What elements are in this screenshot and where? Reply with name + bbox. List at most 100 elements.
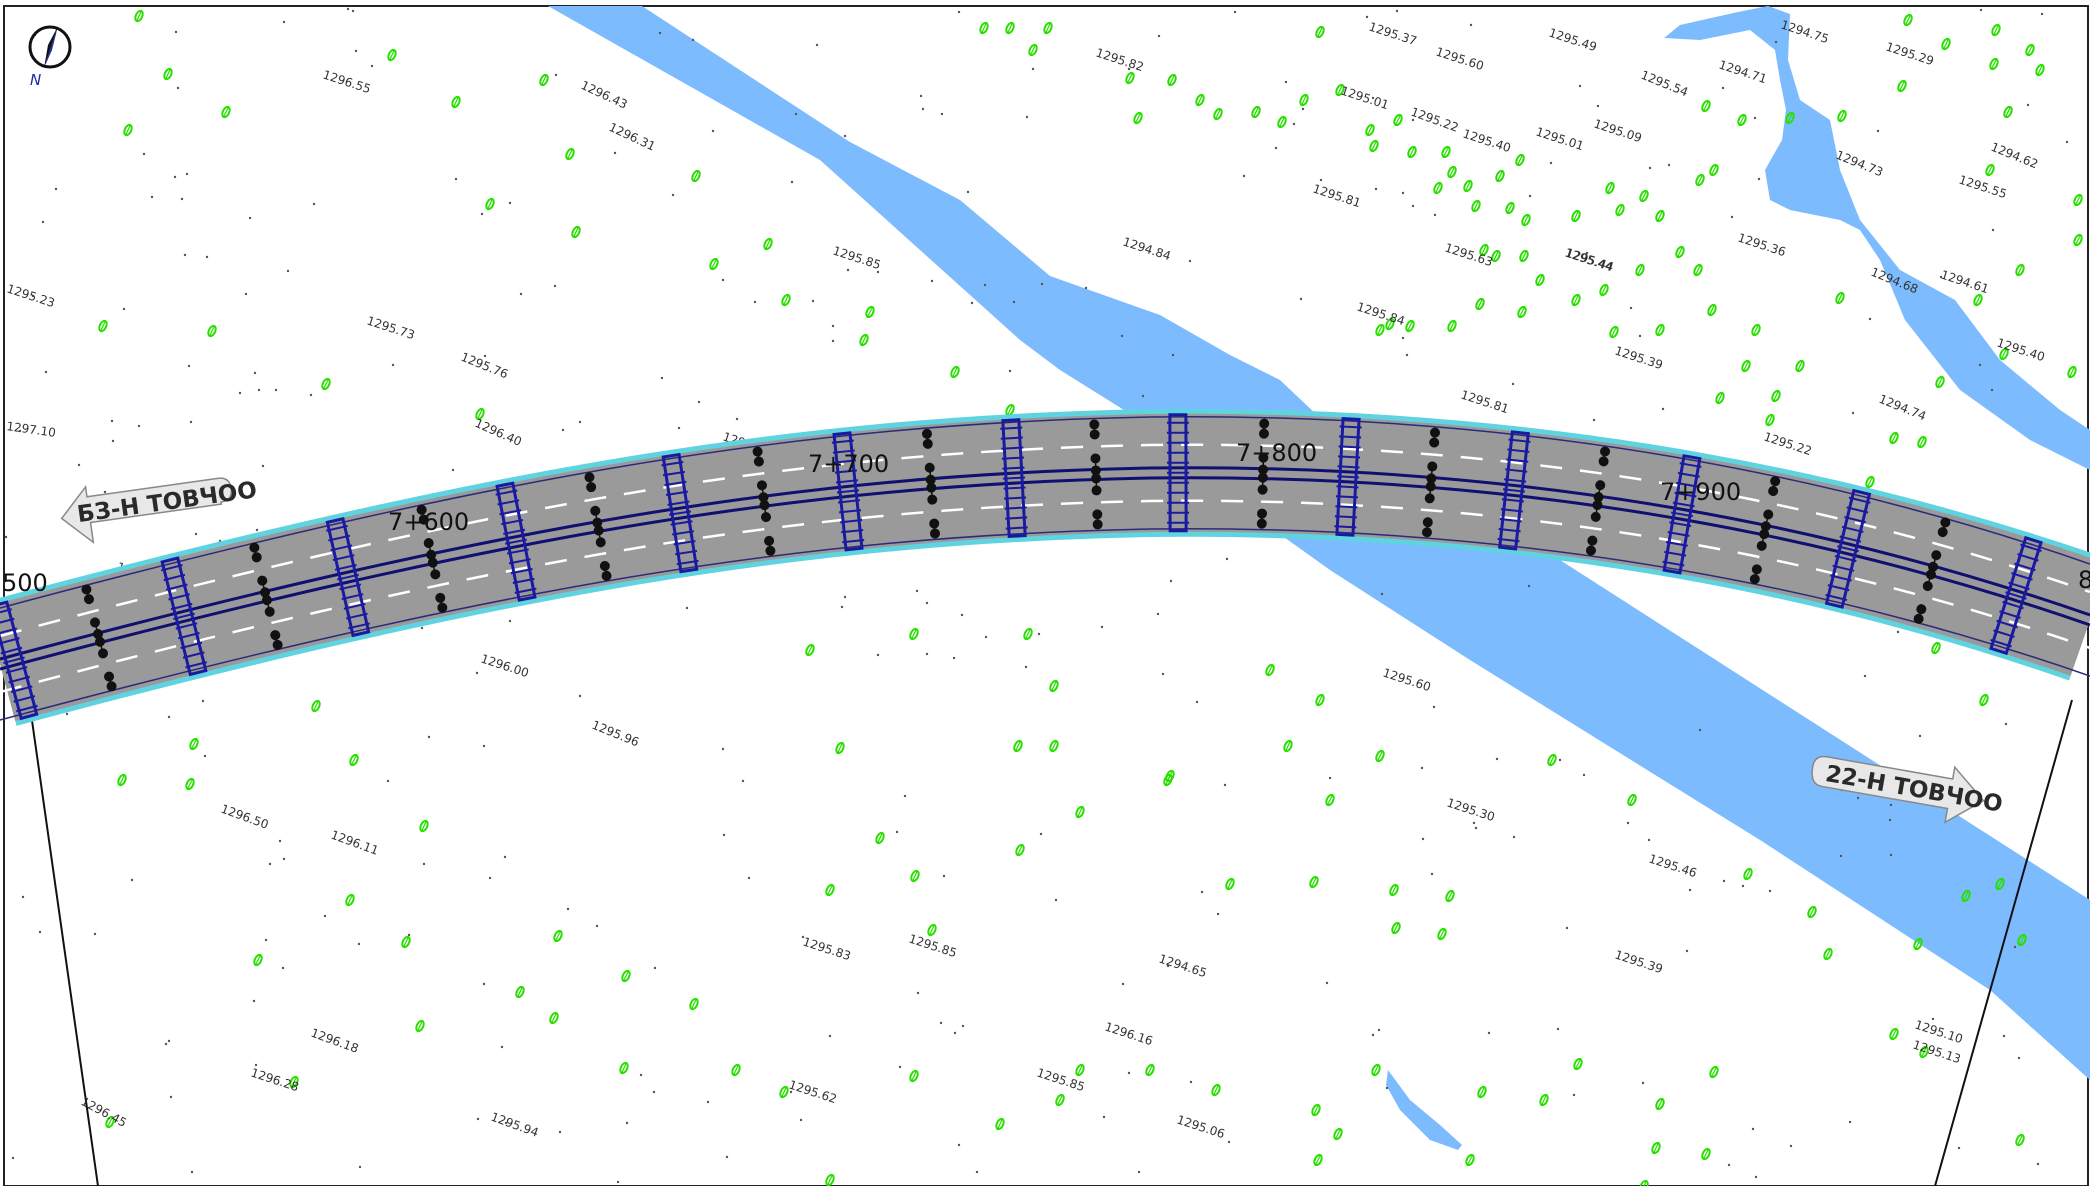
tree-icon xyxy=(1075,805,1085,819)
tree-icon xyxy=(1315,693,1325,707)
survey-point xyxy=(1200,890,1204,894)
tree-icon xyxy=(1795,359,1805,373)
tree-icon xyxy=(1609,325,1619,339)
survey-point xyxy=(691,38,695,42)
survey-point xyxy=(1889,853,1893,857)
survey-point xyxy=(725,1155,729,1159)
survey-point xyxy=(1274,146,1278,150)
survey-point xyxy=(1876,129,1880,133)
survey-point xyxy=(281,966,285,970)
tree-icon xyxy=(1133,111,1143,125)
survey-point xyxy=(1301,107,1305,111)
survey-point xyxy=(1299,297,1303,301)
survey-point xyxy=(1031,67,1035,71)
survey-point xyxy=(1189,1080,1193,1084)
survey-point xyxy=(1596,104,1600,108)
survey-point xyxy=(652,1090,656,1094)
tree-icon xyxy=(2003,105,2013,119)
survey-point xyxy=(1688,888,1692,892)
tree-icon xyxy=(1471,199,1481,213)
survey-point xyxy=(697,400,701,404)
survey-point xyxy=(253,371,257,375)
road-node-group xyxy=(1421,427,1441,538)
survey-point xyxy=(282,20,286,24)
survey-point xyxy=(1979,8,1983,12)
survey-point xyxy=(194,532,198,536)
tree-icon xyxy=(1741,359,1751,373)
survey-point xyxy=(346,7,350,11)
survey-point xyxy=(1420,766,1424,770)
survey-point xyxy=(205,255,209,259)
tree-icon xyxy=(565,147,575,161)
survey-point xyxy=(789,1090,793,1094)
survey-point xyxy=(142,152,146,156)
tree-icon xyxy=(1897,79,1907,93)
survey-point xyxy=(957,1143,961,1147)
survey-point xyxy=(1896,630,1900,634)
tree-icon xyxy=(1479,243,1489,257)
tree-icon xyxy=(689,997,699,1011)
tree-icon xyxy=(1445,889,1455,903)
survey-point xyxy=(753,300,757,304)
edge-line-top xyxy=(0,416,2090,609)
survey-point xyxy=(639,1073,643,1077)
survey-point xyxy=(2065,140,2069,144)
survey-point xyxy=(925,601,929,605)
survey-point xyxy=(370,64,374,68)
tree-icon xyxy=(619,1061,629,1075)
survey-point xyxy=(167,715,171,719)
survey-point xyxy=(508,201,512,205)
survey-point xyxy=(482,982,486,986)
survey-point xyxy=(93,932,97,936)
survey-point xyxy=(454,177,458,181)
tree-icon xyxy=(1277,115,1287,129)
survey-point xyxy=(519,292,523,296)
survey-point xyxy=(1156,612,1160,616)
survey-point xyxy=(44,370,48,374)
survey-point xyxy=(801,935,805,939)
survey-point xyxy=(578,694,582,698)
survey-point xyxy=(970,301,974,305)
survey-point xyxy=(1641,1081,1645,1085)
survey-point xyxy=(843,134,847,138)
survey-point xyxy=(1120,334,1124,338)
survey-point xyxy=(1511,382,1515,386)
tree-icon xyxy=(1299,93,1309,107)
survey-point xyxy=(1161,672,1165,676)
survey-point xyxy=(1889,803,1893,807)
road xyxy=(0,408,2090,726)
road-node-group xyxy=(81,584,117,692)
tree-icon xyxy=(805,643,815,657)
survey-point xyxy=(1433,213,1437,217)
survey-point xyxy=(2013,945,2017,949)
survey-point xyxy=(1556,1027,1560,1031)
survey-point xyxy=(613,151,617,155)
survey-point xyxy=(1667,163,1671,167)
tree-icon xyxy=(1365,123,1375,137)
tree-icon xyxy=(1695,173,1705,187)
survey-point xyxy=(1848,1120,1852,1124)
tree-icon xyxy=(1655,323,1665,337)
tree-icon xyxy=(1961,889,1971,903)
tree-icon xyxy=(1651,1141,1661,1155)
survey-point xyxy=(488,876,492,880)
cross-section-stake xyxy=(495,481,537,602)
tree-icon xyxy=(1385,317,1395,331)
tree-icon xyxy=(763,237,773,251)
survey-point xyxy=(257,388,261,392)
survey-point xyxy=(1648,166,1652,170)
survey-point xyxy=(1578,84,1582,88)
survey-point xyxy=(828,1034,832,1038)
tree-icon xyxy=(1325,793,1335,807)
survey-point xyxy=(274,388,278,392)
survey-point xyxy=(480,212,484,216)
trees-layer xyxy=(98,9,2083,1186)
survey-point xyxy=(282,857,286,861)
survey-point xyxy=(1401,336,1405,340)
survey-point xyxy=(1727,1163,1731,1167)
survey-point xyxy=(1753,116,1757,120)
survey-point xyxy=(1730,215,1734,219)
survey-point xyxy=(1166,964,1170,968)
survey-point xyxy=(1284,80,1288,84)
